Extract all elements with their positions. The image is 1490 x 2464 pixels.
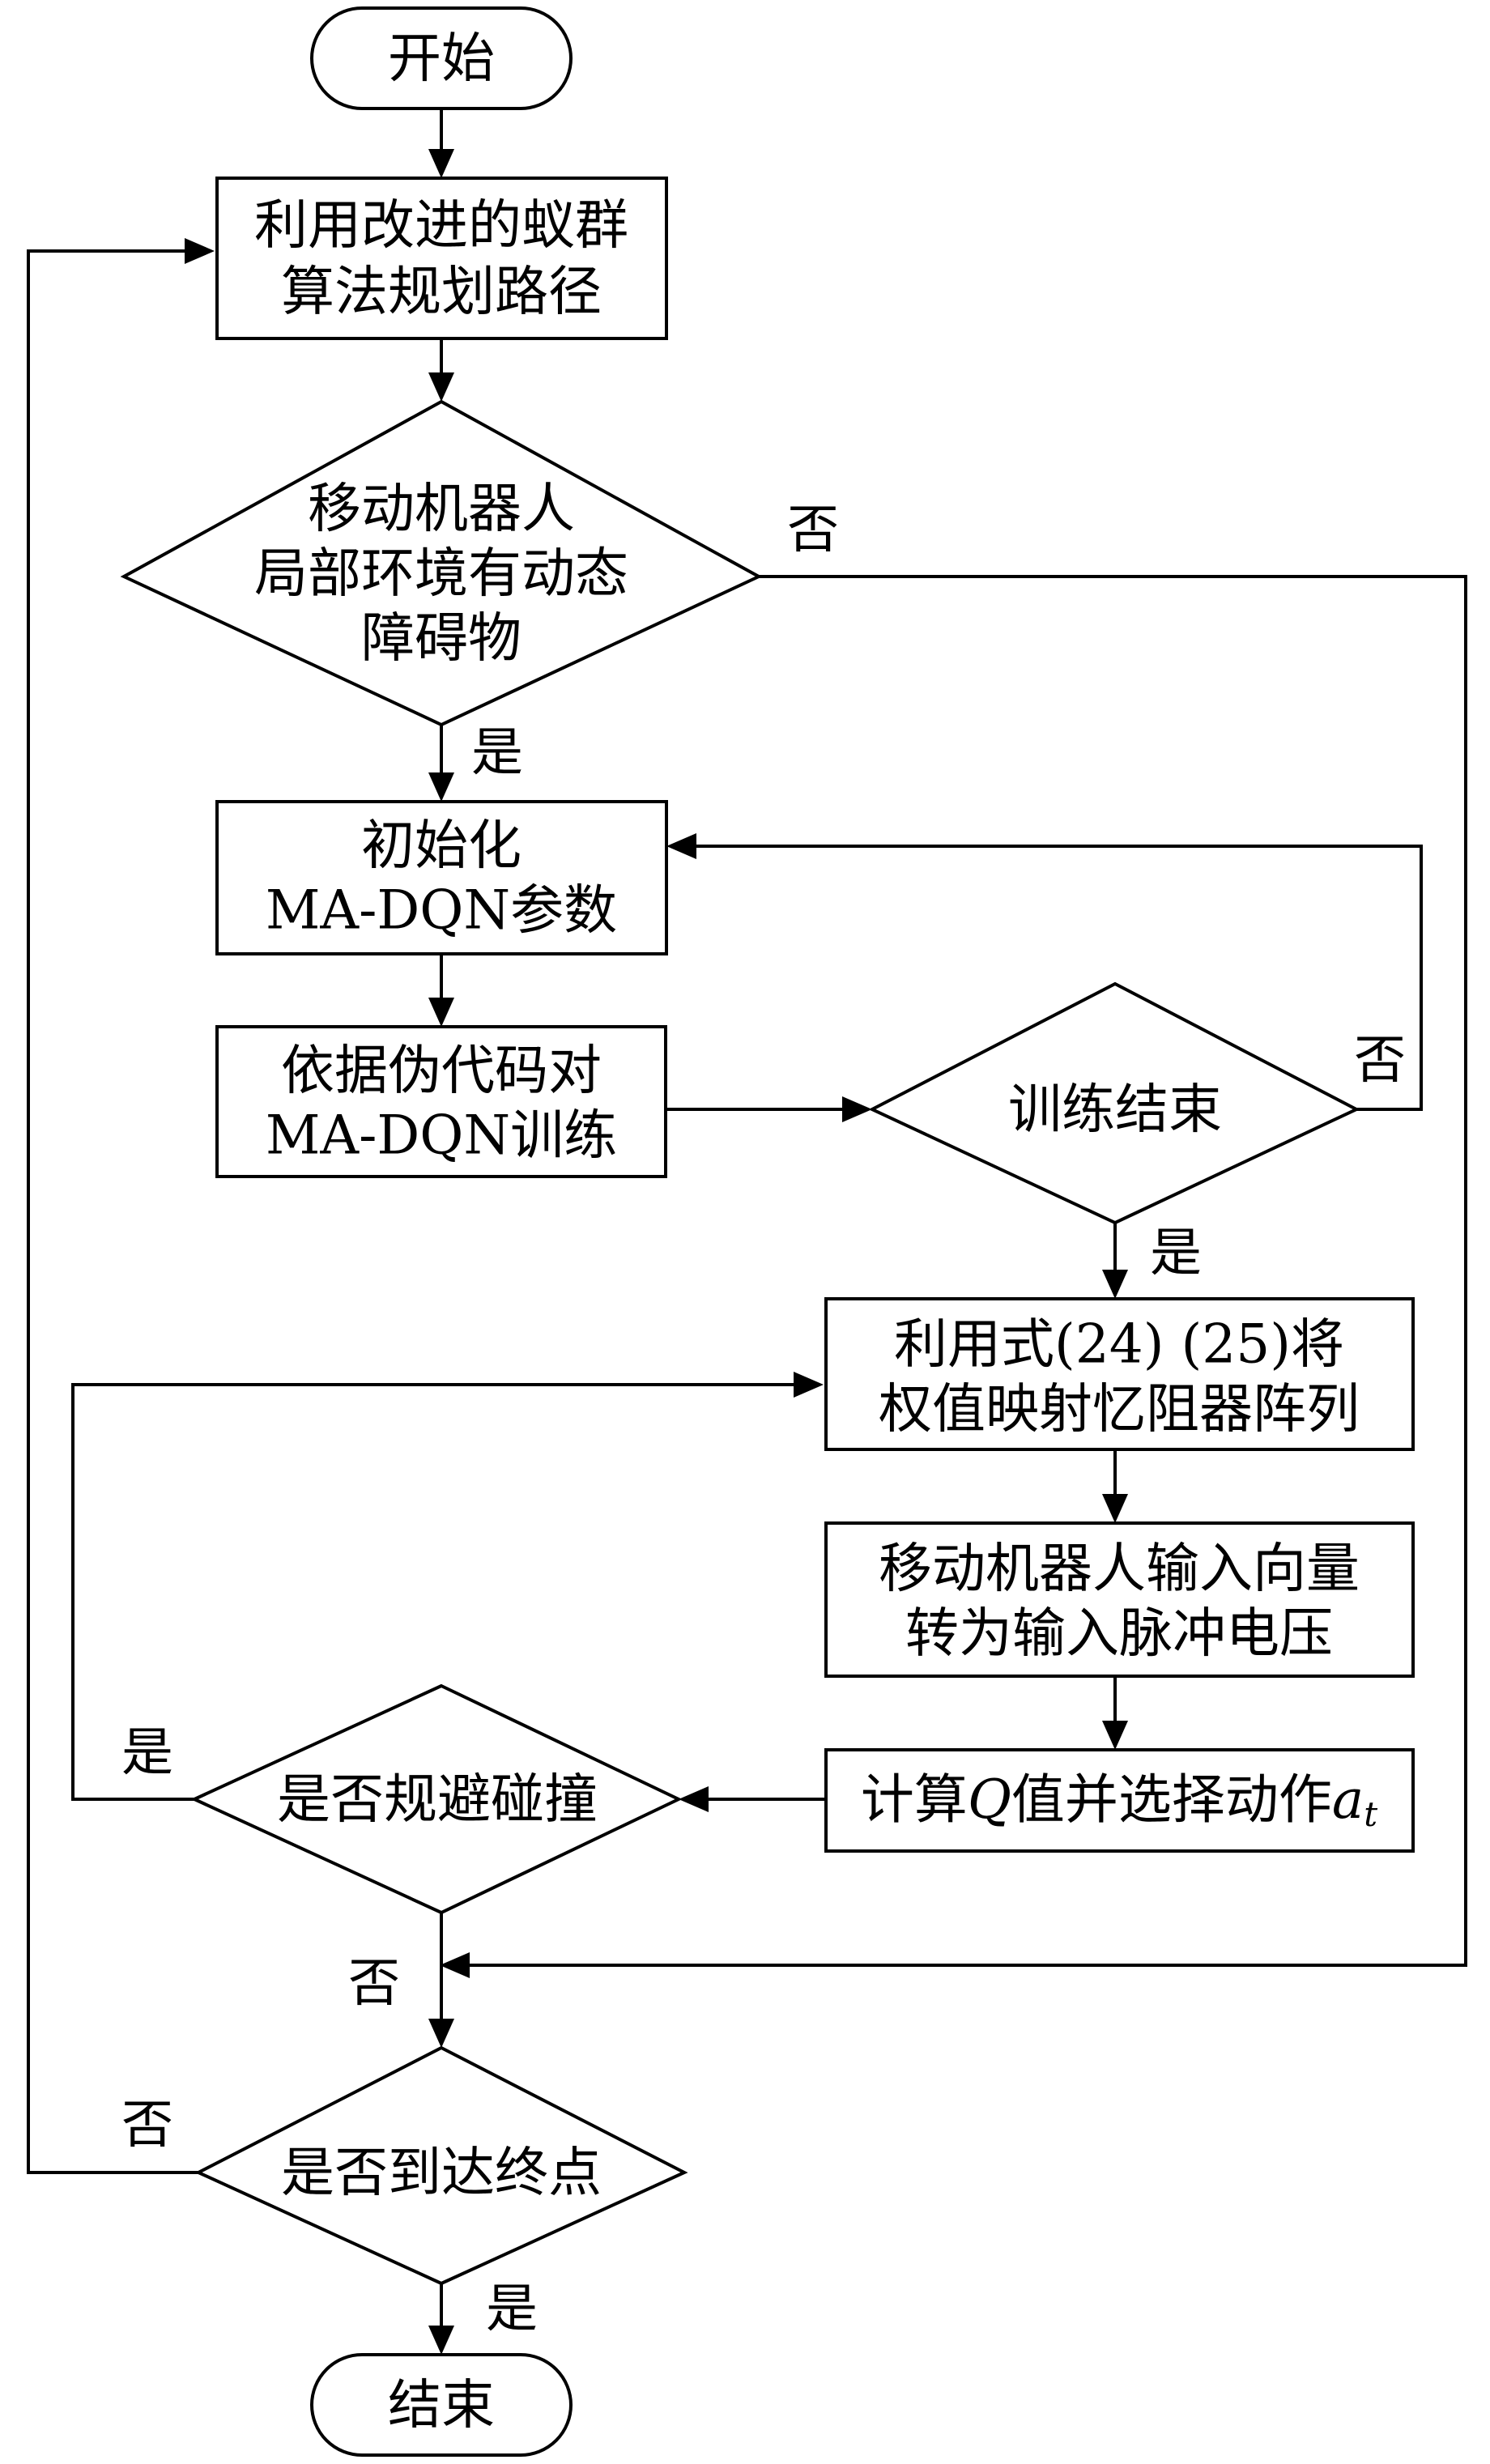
edge-avoid-yes: [71, 1383, 794, 1801]
arrowhead-reach: [428, 2019, 454, 2048]
arrowhead-train: [428, 998, 454, 1027]
start-terminal: 开始: [310, 6, 573, 110]
label-yes-avoid: 是: [121, 1723, 173, 1783]
arrowhead-dyn: [428, 372, 454, 402]
train-line2: MA-DQN训练: [266, 1104, 617, 1167]
train-line1: 依据伪代码对: [281, 1040, 602, 1102]
arrowhead-trainend: [842, 1096, 872, 1122]
reach-goal-label: 是否到达终点: [281, 2142, 602, 2204]
convert-input-box: 移动机器人输入向量 转为输入脉冲电压: [824, 1521, 1415, 1678]
branch-labels: 否 是 否 是 是 否 否 是: [121, 500, 1406, 2339]
arrowhead-init: [428, 772, 454, 802]
label-yes-reach: 是: [486, 2279, 538, 2339]
train-box: 依据伪代码对 MA-DQN训练: [215, 1025, 667, 1178]
compute-q-middle: 值并选择动作: [1011, 1768, 1332, 1831]
plan-path-line2: 算法规划路径: [281, 261, 602, 323]
arrowhead-plan: [428, 149, 454, 178]
dynamic-obstacle-line2: 局部环境有动态: [254, 543, 628, 605]
arrowhead-convert: [1102, 1494, 1128, 1523]
plan-path-line1: 利用改进的蚁群: [254, 194, 628, 257]
dynamic-obstacle-line1: 移动机器人: [308, 478, 575, 540]
arrowhead-merge: [440, 1952, 470, 1978]
arrowhead-map: [1102, 1270, 1128, 1299]
label-no-avoid: 否: [348, 1954, 400, 2014]
compute-q-symbol: Q: [968, 1768, 1011, 1831]
label-no-training: 否: [1354, 1031, 1406, 1091]
convert-input-line2: 转为输入脉冲电压: [905, 1602, 1333, 1665]
convert-input-line1: 移动机器人输入向量: [879, 1538, 1360, 1600]
init-params-box: 初始化 MA-DQN参数: [215, 800, 668, 955]
end-terminal: 结束: [310, 2353, 573, 2457]
end-label: 结束: [388, 2374, 495, 2436]
training-end-decision: 训练结束: [868, 981, 1360, 1225]
plan-path-box: 利用改进的蚁群 算法规划路径: [215, 177, 668, 340]
compute-q-subscript: t: [1364, 1794, 1377, 1834]
init-params-line1: 初始化: [361, 815, 522, 877]
label-yes-training: 是: [1150, 1223, 1202, 1283]
arrowhead-map-loop: [794, 1372, 824, 1398]
label-no-reach: 否: [121, 2096, 173, 2155]
compute-q-label: 计算Q值并选择动作at: [861, 1768, 1377, 1834]
edge-dyn-no: [468, 575, 1467, 1967]
training-end-label: 训练结束: [1008, 1079, 1222, 1141]
compute-q-box: 计算Q值并选择动作at: [824, 1748, 1415, 1853]
label-no-dynamic: 否: [787, 500, 839, 560]
map-weights-line1: 利用式(24) (25)将: [894, 1313, 1344, 1376]
start-label: 开始: [388, 28, 495, 90]
edge-reach-no: [27, 249, 198, 2174]
arrowhead-end: [428, 2326, 454, 2355]
reach-goal-decision: 是否到达终点: [194, 2045, 688, 2286]
arrowheads: [185, 149, 1128, 2355]
dynamic-obstacle-decision: 移动机器人 局部环境有动态 障碍物: [120, 399, 763, 727]
map-weights-line2: 权值映射忆阻器阵列: [879, 1378, 1360, 1441]
init-params-line2: MA-DQN参数: [266, 879, 617, 942]
compute-q-prefix: 计算: [861, 1768, 968, 1831]
avoid-collision-label: 是否规避碰撞: [277, 1768, 598, 1831]
arrowhead-plan-loop: [185, 238, 215, 264]
connectors: [27, 109, 1467, 2326]
arrowhead-avoid: [679, 1786, 709, 1812]
dynamic-obstacle-line3: 障碍物: [361, 607, 522, 670]
edge-trainend-no: [695, 845, 1423, 1111]
avoid-collision-decision: 是否规避碰撞: [190, 1683, 683, 1915]
map-weights-box: 利用式(24) (25)将 权值映射忆阻器阵列: [824, 1297, 1415, 1451]
arrowhead-init-loop: [666, 833, 696, 859]
label-yes-dynamic: 是: [471, 723, 523, 783]
compute-q-action: a: [1332, 1768, 1364, 1831]
arrowhead-compute: [1102, 1721, 1128, 1750]
